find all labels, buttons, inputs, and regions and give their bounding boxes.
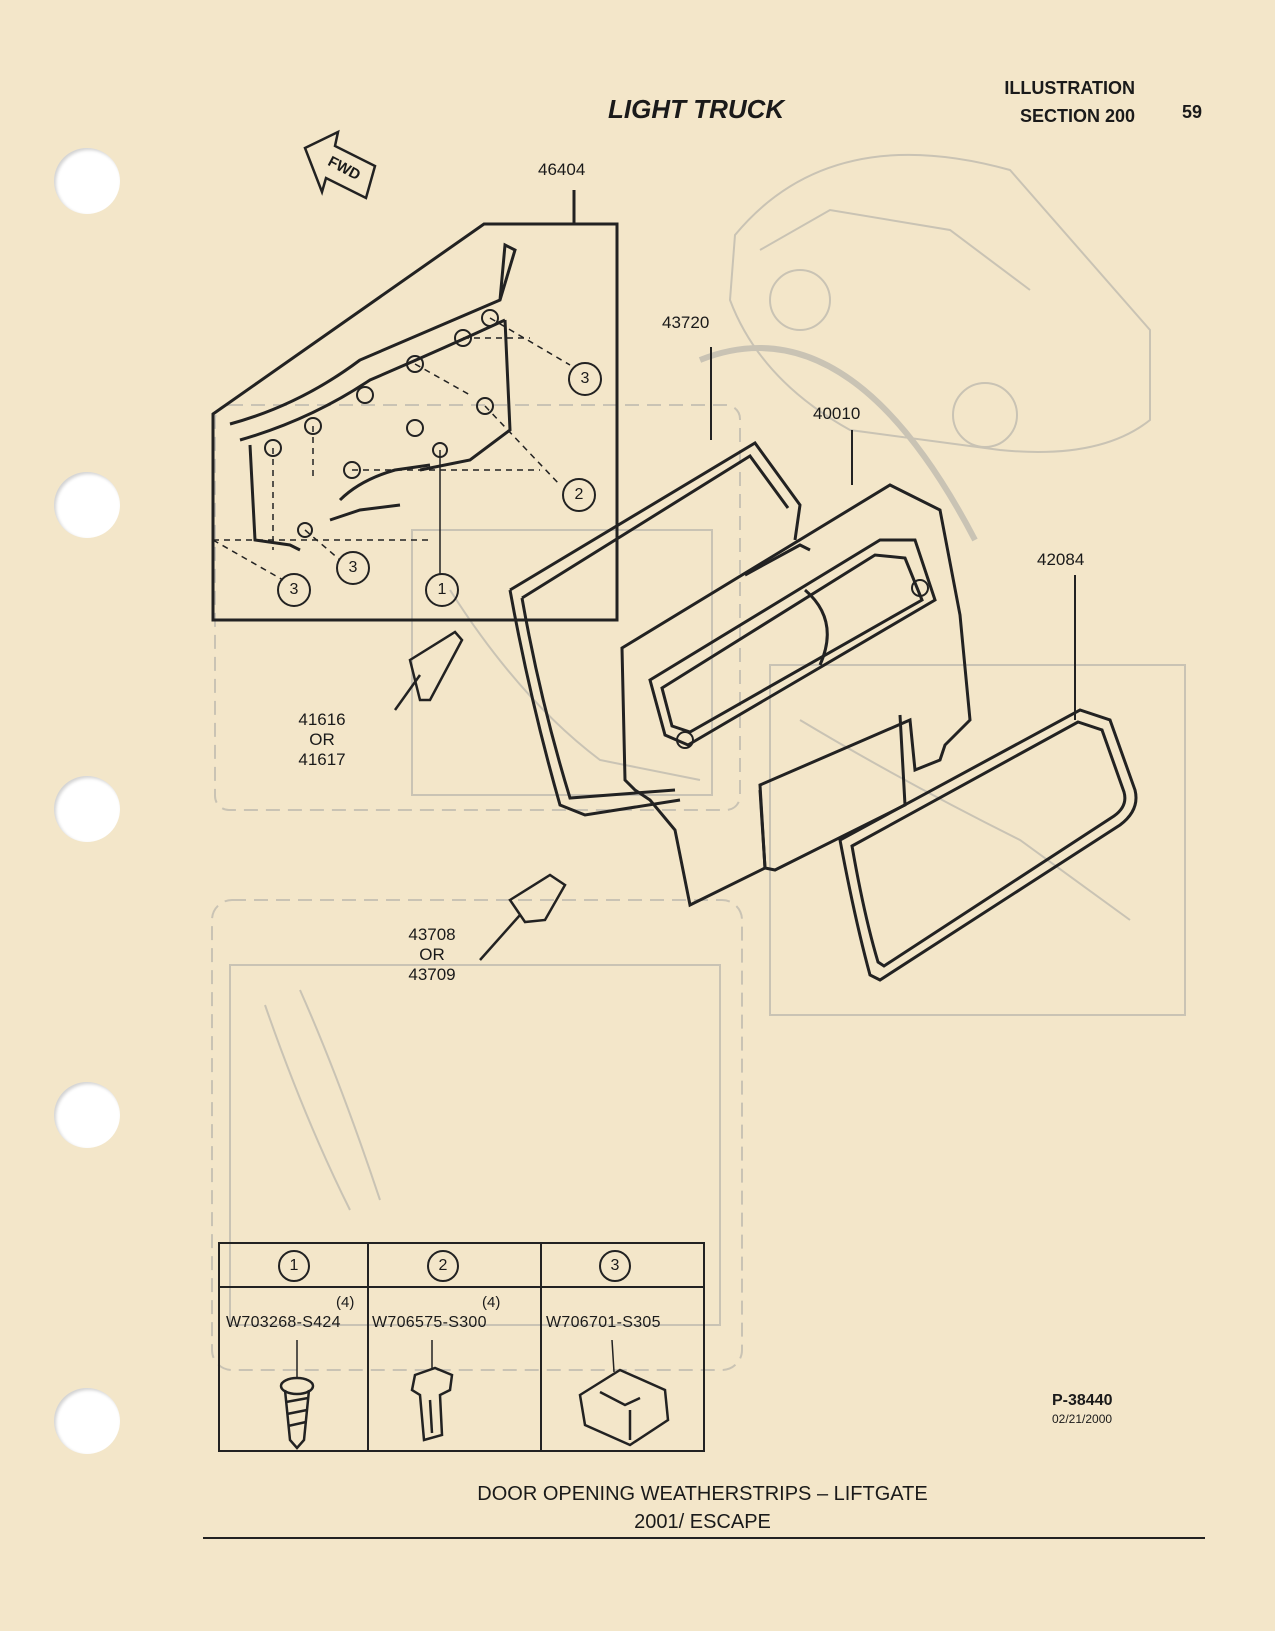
weatherstrip-42084 xyxy=(838,575,1138,982)
callout-1: 1 xyxy=(425,573,459,607)
part-43708: 43708 xyxy=(408,925,456,944)
table-column-divider xyxy=(540,1244,542,1450)
part-42084: 42084 xyxy=(1037,550,1085,569)
binder-hole xyxy=(54,472,120,538)
fastener-part-number: W703268-S424 xyxy=(226,1314,341,1331)
section-header: ILLUSTRATION SECTION 200 xyxy=(1004,74,1135,130)
part-40010: 40010 xyxy=(813,404,861,423)
liftgate-40010 xyxy=(620,430,972,908)
or-label: OR xyxy=(309,730,335,749)
or-label: OR xyxy=(419,945,445,964)
screw-icon xyxy=(279,1340,315,1450)
caption-line-1: DOOR OPENING WEATHERSTRIPS – LIFTGATE xyxy=(477,1483,928,1505)
table-callout-1: 1 xyxy=(278,1250,310,1282)
binder-hole xyxy=(54,148,120,214)
table-callout-3: 3 xyxy=(599,1250,631,1282)
page-title: LIGHT TRUCK xyxy=(608,94,785,124)
part-46404: 46404 xyxy=(538,160,586,179)
table-column-divider xyxy=(367,1244,369,1450)
weatherstrip-43720 xyxy=(508,347,802,817)
binder-hole xyxy=(54,776,120,842)
bleed-through-drawing xyxy=(211,153,1186,1371)
trim-panel-assembly xyxy=(211,190,619,622)
callout-3: 3 xyxy=(336,551,370,585)
fastener-part-number: W706701-S305 xyxy=(546,1314,661,1331)
part-43709: 43709 xyxy=(408,965,456,984)
fastener-part-number: W706575-S300 xyxy=(372,1314,487,1331)
table-divider xyxy=(220,1286,703,1288)
part-43708-group: 43708 OR 43709 xyxy=(406,925,458,985)
fastener-qty: (4) xyxy=(482,1294,501,1311)
clip-icon xyxy=(410,1340,454,1442)
figure-date: 02/21/2000 xyxy=(1052,1412,1113,1426)
part-41616-group: 41616 OR 41617 xyxy=(296,710,348,770)
figure-id: P-38440 xyxy=(1052,1392,1113,1409)
bracket-parts xyxy=(393,630,567,961)
binder-hole xyxy=(54,1388,120,1454)
callout-2: 2 xyxy=(562,478,596,512)
callout-3: 3 xyxy=(568,362,602,396)
fastener-qty: (4) xyxy=(336,1294,355,1311)
fastener-table: 1 2 3 (4) (4) W703268-S424 W706575-S300 … xyxy=(218,1242,705,1452)
retainer-icon xyxy=(578,1339,670,1447)
table-callout-2: 2 xyxy=(427,1250,459,1282)
page-number: 59 xyxy=(1182,102,1203,122)
part-43720: 43720 xyxy=(662,313,710,332)
binder-hole xyxy=(54,1082,120,1148)
part-41616: 41616 xyxy=(298,710,346,729)
part-41617: 41617 xyxy=(298,750,346,769)
fwd-arrow-icon xyxy=(303,129,377,200)
caption-line-2: 2001/ ESCAPE xyxy=(634,1511,771,1533)
illustration-label: ILLUSTRATION xyxy=(1004,78,1135,98)
callout-3: 3 xyxy=(277,573,311,607)
section-label: SECTION 200 xyxy=(1019,106,1135,126)
